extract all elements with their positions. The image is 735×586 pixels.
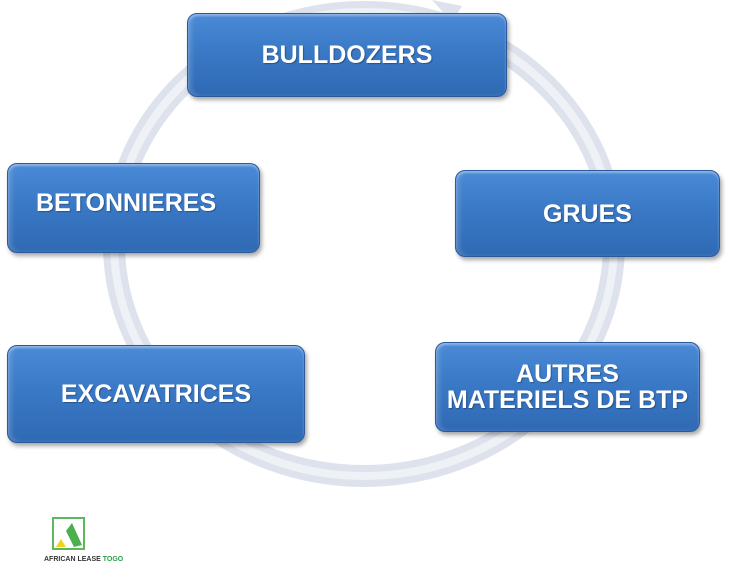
node-autres-materiels: AUTRES MATERIELS DE BTP [435, 342, 700, 432]
logo: AFRICAN LEASE TOGO [44, 515, 123, 575]
node-betonnieres: BETONNIERES [7, 163, 260, 253]
node-grues: GRUES [455, 170, 720, 257]
logo-frame [52, 517, 85, 550]
node-bulldozers: BULLDOZERS [187, 13, 507, 97]
node-excavatrices: EXCAVATRICES [7, 345, 305, 443]
logo-text: AFRICAN LEASE TOGO [44, 556, 124, 563]
logo-mark-icon [56, 523, 82, 547]
